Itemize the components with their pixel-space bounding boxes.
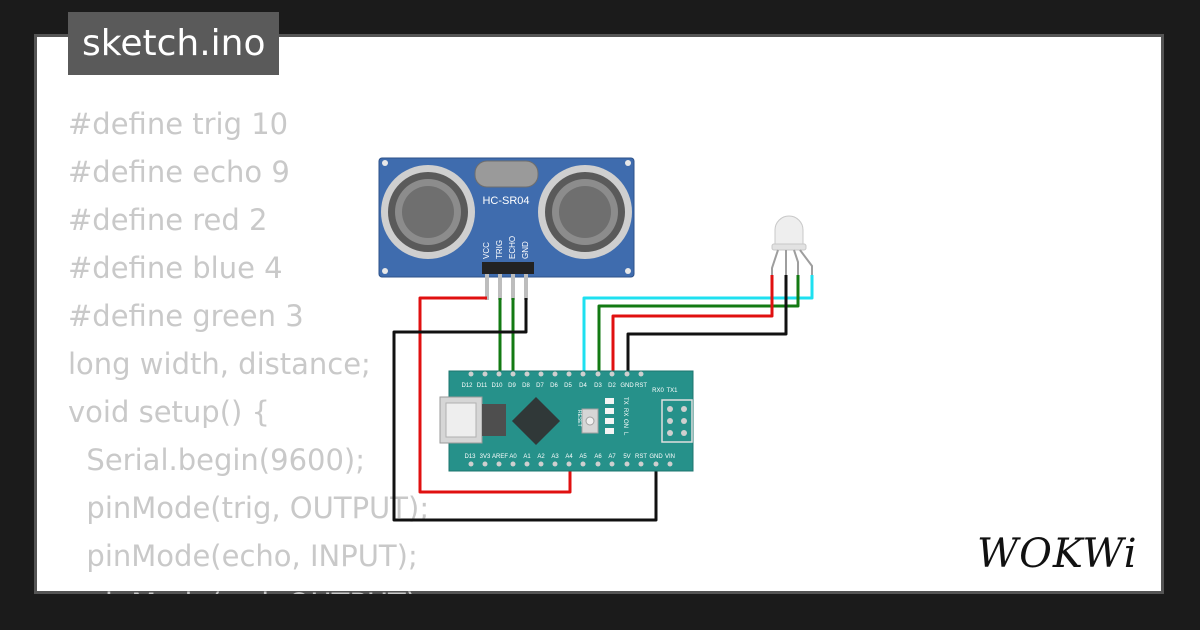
- nano-pin-label: VIN: [665, 454, 675, 460]
- microcontroller-chip: [511, 396, 561, 446]
- nano-pin-label: D7: [536, 383, 544, 389]
- nano-pin-label: D5: [564, 383, 572, 389]
- status-leds: [605, 398, 614, 434]
- wiring: [392, 275, 814, 522]
- nano-pin-label: RST: [635, 454, 647, 460]
- sensor-pin-label: ECHO: [508, 236, 517, 259]
- sensor-pin-label: GND: [521, 241, 530, 259]
- ultrasonic-sensor[interactable]: HC-SR04 VCC TRIG ECHO GND: [378, 157, 635, 300]
- nano-pin-label: A6: [594, 454, 602, 460]
- code-line: long width, distance;: [68, 347, 371, 381]
- code-line: #define blue 4: [68, 251, 283, 285]
- nano-pin-label: D12: [461, 383, 473, 389]
- wokwi-logo-text: WOKWi: [977, 531, 1138, 577]
- nano-pin-label: A1: [523, 454, 531, 460]
- wire-led-cyan[interactable]: [582, 275, 814, 372]
- nano-pin-label: GND: [620, 383, 634, 389]
- wire-led-green[interactable]: [597, 275, 800, 372]
- icsp-header: [661, 399, 693, 443]
- sensor-transducer-right: [538, 165, 632, 259]
- led-label: L: [622, 432, 628, 436]
- nano-pin-label: A2: [537, 454, 545, 460]
- file-tab[interactable]: sketch.ino: [68, 12, 280, 75]
- file-tab-label: sketch.ino: [82, 23, 266, 64]
- led-label: ON: [622, 419, 628, 428]
- nano-pin-label: A7: [608, 454, 616, 460]
- sensor-pin-label: TRIG: [495, 240, 504, 259]
- nano-pin-label: GND: [649, 454, 663, 460]
- code-line: #define red 2: [68, 203, 268, 237]
- code-editor[interactable]: #define trig 10 #define echo 9 #define red…: [68, 100, 1164, 594]
- usb-port: [439, 396, 506, 444]
- led-label: TX: [622, 397, 628, 405]
- nano-pin-label: D9: [508, 383, 516, 389]
- code-line: Serial.begin(9600);: [68, 443, 366, 477]
- code-line: #define echo 9: [68, 155, 290, 189]
- wokwi-logo: WOKWi: [977, 531, 1138, 577]
- sensor-pin-label: VCC: [482, 242, 491, 259]
- rgb-led[interactable]: [771, 215, 813, 275]
- code-line: pinMode(red, OUTPUT);: [68, 580, 1164, 594]
- nano-pin-label: 3V3: [480, 454, 491, 460]
- nano-pin-label: D6: [550, 383, 558, 389]
- nano-pin-label: D11: [477, 383, 488, 389]
- nano-pin-label: TX1: [666, 388, 678, 394]
- nano-pin-label: AREF: [492, 454, 508, 460]
- nano-pin-label: D2: [608, 383, 616, 389]
- code-line: pinMode(echo, INPUT);: [68, 539, 418, 573]
- code-line: pinMode(trig, OUTPUT);: [68, 491, 430, 525]
- nano-pin-label: 5V: [623, 454, 630, 460]
- nano-pin-label: A4: [565, 454, 573, 460]
- sensor-transducer-left: [381, 165, 475, 259]
- nano-pin-label: D10: [491, 383, 503, 389]
- nano-pin-label: RX0: [652, 388, 664, 394]
- code-line: void setup() {: [68, 395, 270, 429]
- reset-button[interactable]: [581, 408, 599, 434]
- led-label: RX: [622, 408, 628, 416]
- wire-led-red[interactable]: [611, 275, 774, 372]
- nano-pin-label: A0: [509, 454, 517, 460]
- nano-pin-label: A3: [551, 454, 559, 460]
- nano-pin-label: RST: [635, 383, 647, 389]
- nano-pin-label: D13: [464, 454, 476, 460]
- arduino-nano[interactable]: D12 D11 D10 D9 D8 D7 D6 D5 D4 D3 D2 GND …: [439, 370, 694, 472]
- wire-gnd-black[interactable]: [392, 298, 658, 522]
- nano-top-header: [468, 371, 644, 377]
- reset-label: RESET: [576, 410, 582, 427]
- nano-pin-label: D3: [594, 383, 602, 389]
- nano-pin-label: D8: [522, 383, 530, 389]
- wire-vcc-red[interactable]: [418, 296, 572, 494]
- sensor-label: HC-SR04: [482, 195, 529, 207]
- nano-pin-label: A5: [579, 454, 587, 460]
- wire-led-gnd[interactable]: [626, 275, 788, 372]
- code-line: #define green 3: [68, 299, 304, 333]
- nano-bottom-header: [468, 461, 673, 467]
- nano-pin-label: D4: [579, 383, 587, 389]
- code-line: #define trig 10: [68, 107, 289, 141]
